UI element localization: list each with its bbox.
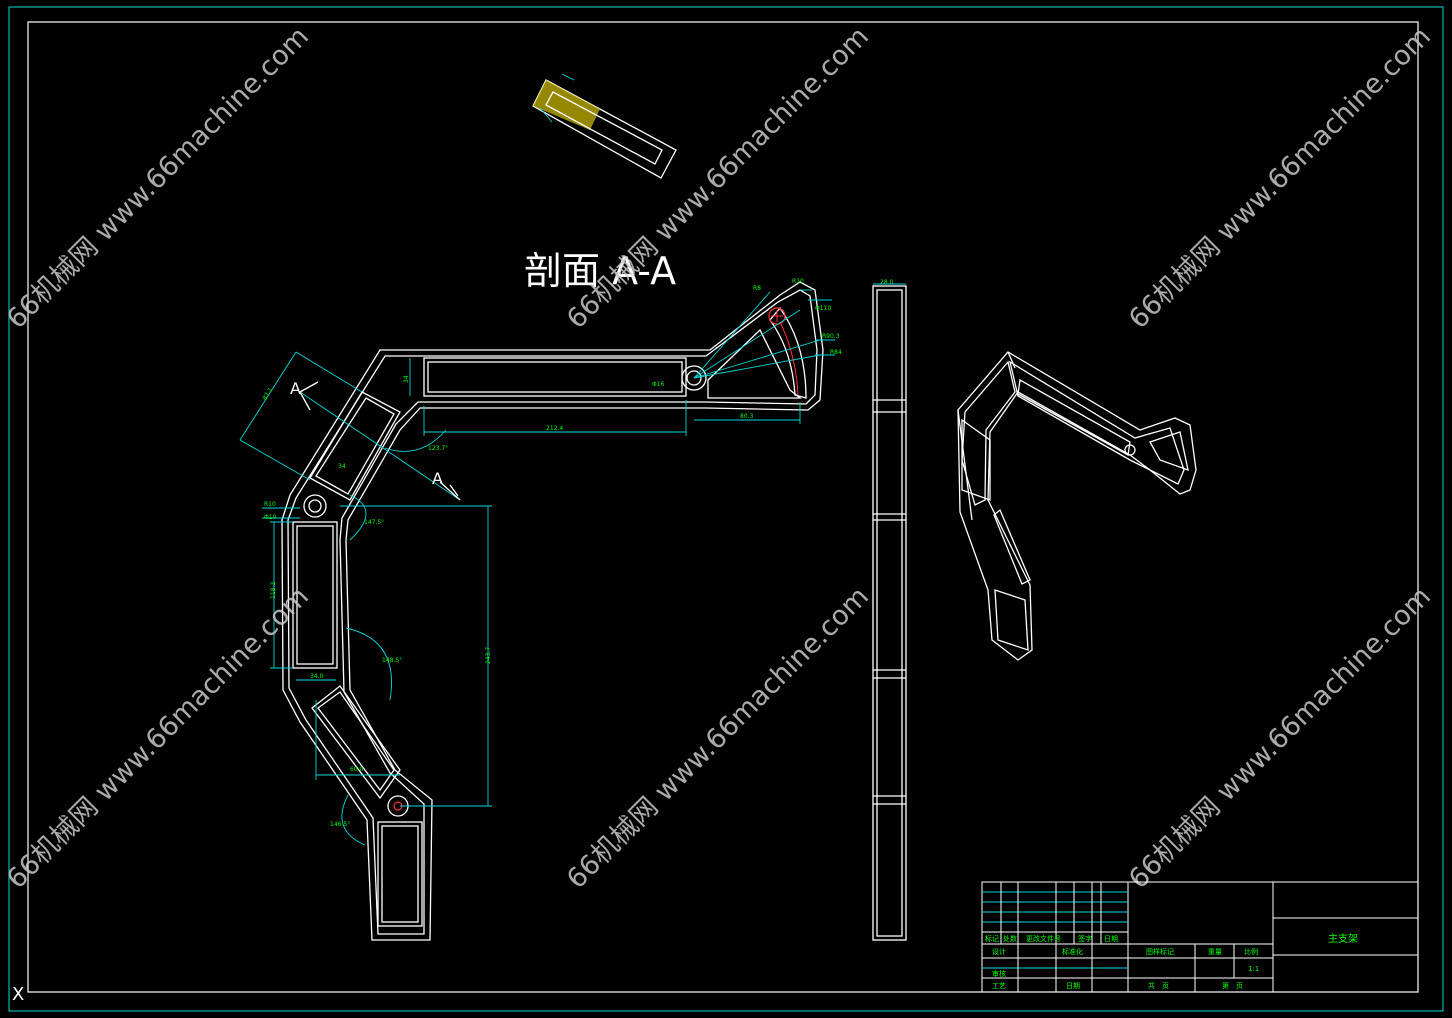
tb-design: 设计 bbox=[992, 947, 1006, 956]
watermark-4: 66机械网 www.66machine.com bbox=[1, 581, 315, 895]
side-view bbox=[872, 283, 907, 941]
tb-total: 共 页 bbox=[1148, 981, 1169, 990]
dimension-lines bbox=[239, 289, 835, 846]
tb-review: 审核 bbox=[992, 969, 1006, 978]
isometric-view bbox=[957, 351, 1197, 661]
tb-page: 第 页 bbox=[1222, 981, 1243, 990]
dim-r10b: R10 bbox=[264, 501, 276, 508]
dim-148: 148.5° bbox=[382, 657, 402, 664]
tb-weight: 重量 bbox=[1208, 948, 1222, 956]
section-label: 剖面 A-A bbox=[524, 249, 676, 293]
watermark-3: 66机械网 www.66machine.com bbox=[1123, 21, 1437, 335]
tb-part-name: 主支架 bbox=[1328, 933, 1358, 945]
dim-146: 146.5° bbox=[330, 821, 350, 828]
tb-scale: 1:1 bbox=[1248, 965, 1259, 973]
dim-34-0: 34.0 bbox=[310, 673, 324, 680]
watermark-6: 66机械网 www.66machine.com bbox=[1123, 581, 1437, 895]
dim-118: 118.3 bbox=[270, 582, 277, 599]
tb-approve: 日期 bbox=[1066, 982, 1080, 990]
tb-process: 工艺 bbox=[992, 982, 1006, 990]
dim-80-3: 80.3 bbox=[740, 413, 754, 420]
watermark-1: 66机械网 www.66machine.com bbox=[1, 21, 315, 335]
dim-r84: R84 bbox=[830, 349, 842, 356]
tb-header-sign: 签字 bbox=[1078, 934, 1092, 943]
watermark-2: 66机械网 www.66machine.com bbox=[561, 21, 875, 335]
dim-side-width: 28.0 bbox=[880, 279, 894, 286]
watermark-5: 66机械网 www.66machine.com bbox=[561, 581, 875, 895]
dim-phi16: Φ16 bbox=[652, 381, 665, 388]
section-marker-top: A bbox=[290, 379, 301, 398]
dim-phi110: Φ110 bbox=[815, 305, 831, 312]
tb-header-doc: 更改文件号 bbox=[1026, 934, 1061, 943]
tb-header-date: 日期 bbox=[1104, 935, 1118, 943]
dim-34b: 34 bbox=[338, 463, 346, 470]
section-view bbox=[532, 73, 677, 179]
inner-frame bbox=[27, 21, 1419, 993]
tb-standardize: 标准化 bbox=[1062, 947, 1083, 956]
title-block: 标记 处数 更改文件号 签字 日期 设计 标准化 审核 工艺 日期 图样标记 重… bbox=[981, 881, 1419, 993]
main-bracket-front-view bbox=[281, 281, 824, 941]
tb-stage-mark: 图样标记 bbox=[1146, 947, 1174, 956]
dim-r8: R8 bbox=[753, 285, 761, 292]
section-marker-bottom: A bbox=[432, 469, 443, 488]
dim-34: 34 bbox=[403, 375, 410, 383]
dimension-labels: 34 212.4 80.3 Φ16 R8 R10 Φ110 R90.3 R84 … bbox=[261, 278, 893, 828]
dim-60: 60.0 bbox=[350, 766, 364, 773]
dim-phi10: Φ10 bbox=[264, 514, 277, 521]
dim-r10: R10 bbox=[792, 278, 804, 285]
dim-243: 243.7 bbox=[485, 647, 492, 664]
dim-147: 147.5° bbox=[364, 519, 384, 526]
corner-mark: X bbox=[12, 984, 24, 1005]
dim-r90: R90.3 bbox=[822, 333, 840, 340]
watermarks: 66机械网 www.66machine.com 66机械网 www.66mach… bbox=[1, 21, 1437, 895]
tb-header-count: 处数 bbox=[1003, 934, 1017, 943]
dim-212-4: 212.4 bbox=[546, 425, 563, 432]
outer-frame bbox=[8, 6, 1444, 1012]
tb-header-mark: 标记 bbox=[985, 934, 999, 943]
dim-123: 123.7° bbox=[428, 445, 448, 452]
tb-ratio: 比例 bbox=[1244, 947, 1258, 956]
